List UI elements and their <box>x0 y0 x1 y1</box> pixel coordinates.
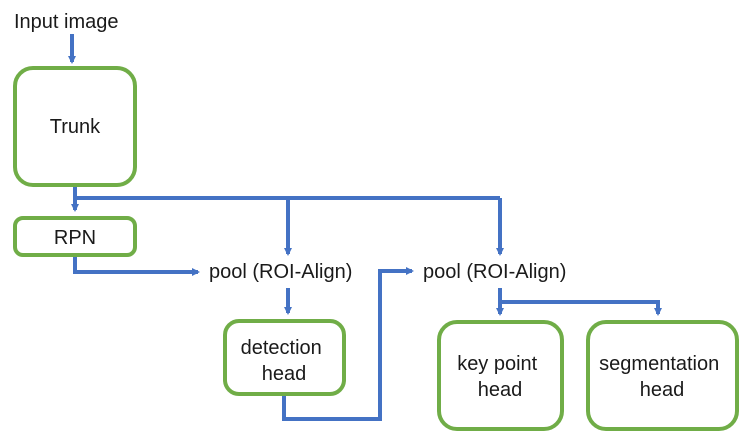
pool-1-label: pool (ROI-Align) <box>209 261 352 283</box>
edges <box>68 34 662 421</box>
detection-head-line-2: head <box>262 363 307 385</box>
edge-pool-2-to-segmentation-head <box>500 300 662 316</box>
segmentation-head-line-2: head <box>640 379 685 401</box>
detection-head-label: detection head <box>241 337 328 385</box>
trunk-label: Trunk <box>50 116 101 138</box>
detection-head-node: detection head <box>223 319 346 396</box>
edge-rpn-to-pool-1 <box>73 257 200 276</box>
detection-head-line-1: detection <box>241 337 322 359</box>
pool-2-label: pool (ROI-Align) <box>423 261 566 283</box>
segmentation-head-node: segmentation head <box>586 320 739 431</box>
trunk-node: Trunk <box>13 66 137 187</box>
rpn-label: RPN <box>54 227 96 249</box>
keypoint-head-label: key point head <box>457 353 543 401</box>
segmentation-head-label: segmentation head <box>599 353 725 401</box>
input-image-label: Input image <box>14 11 119 33</box>
keypoint-head-line-1: key point <box>457 353 537 375</box>
keypoint-head-node: key point head <box>437 320 564 431</box>
keypoint-head-line-2: head <box>478 379 523 401</box>
rpn-node: RPN <box>13 216 137 257</box>
segmentation-head-line-1: segmentation <box>599 353 719 375</box>
edge-detection-head-to-pool-2 <box>282 267 414 421</box>
